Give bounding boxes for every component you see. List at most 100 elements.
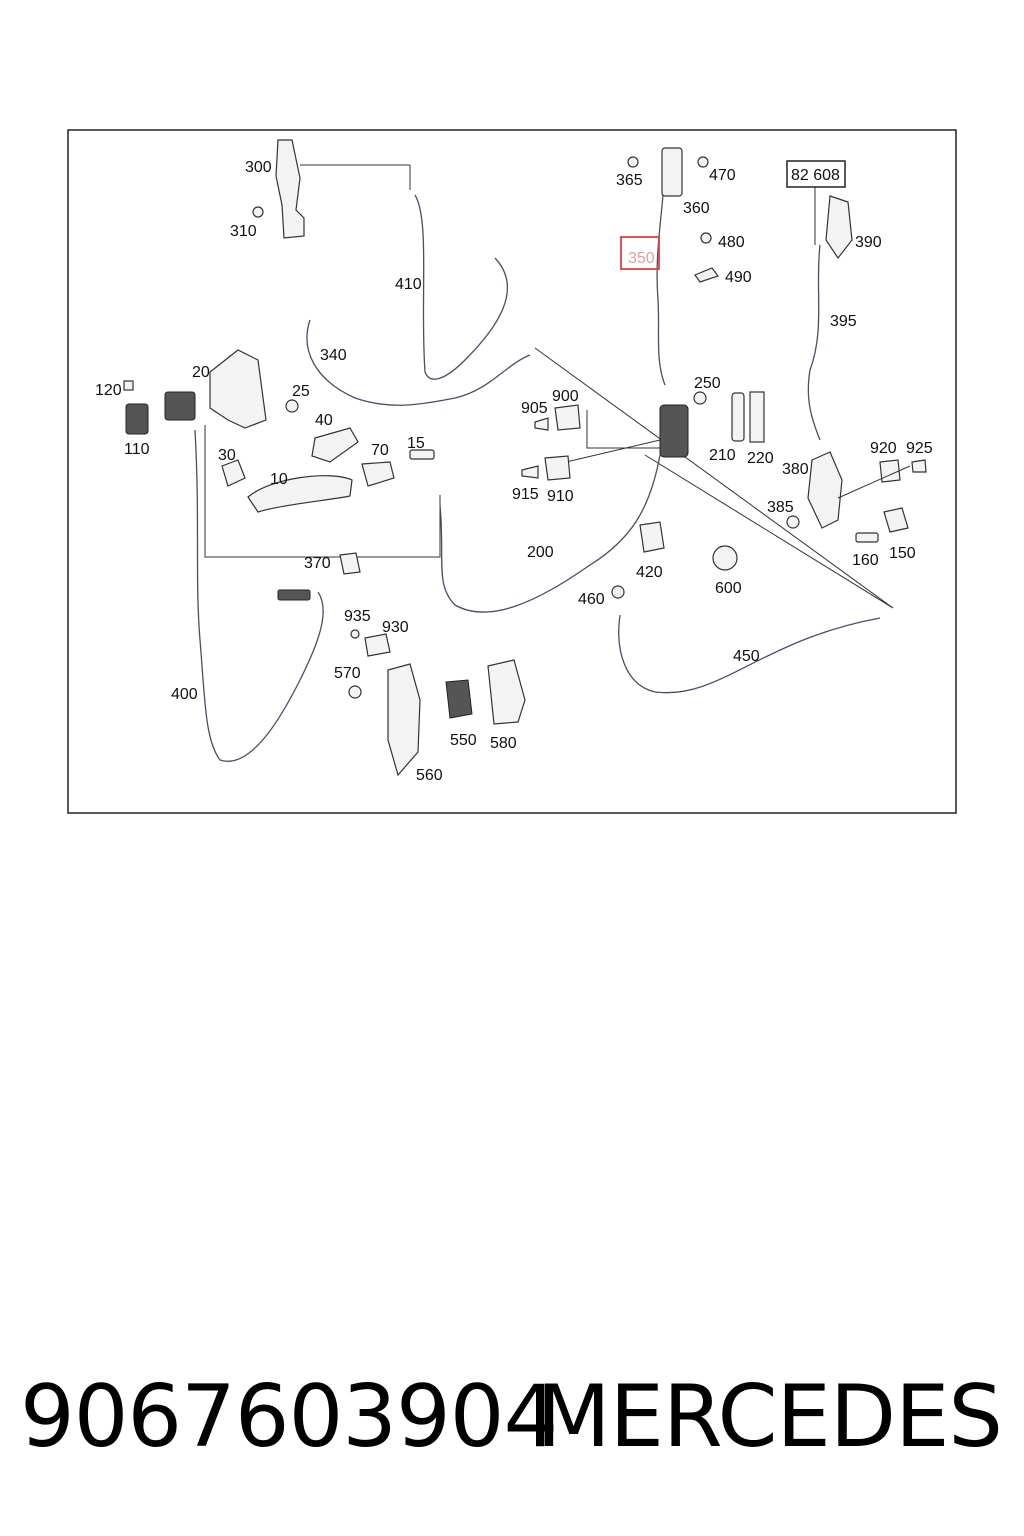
part-580 [487,659,526,725]
label-410: 410 [395,276,422,293]
part-250 [693,391,707,405]
part-905 [534,417,549,431]
part-number: 9067603904 [20,1367,558,1467]
part-20-lock [164,391,196,421]
part-210 [731,392,745,442]
label-580: 580 [490,735,517,752]
part-600 [712,545,738,571]
label-365: 365 [616,172,643,189]
label-400: 400 [171,686,198,703]
part-490 [694,267,719,283]
part-570 [348,685,362,699]
part-40 [311,427,359,463]
label-420: 420 [636,564,663,581]
label-915: 915 [512,486,539,503]
part-550 [445,679,473,719]
label-935: 935 [344,608,371,625]
label-925: 925 [906,440,933,457]
part-390 [825,195,853,260]
label-470: 470 [709,167,736,184]
part-30 [221,459,246,487]
label-82608: 82 608 [791,167,840,184]
label-150: 150 [889,545,916,562]
label-250: 250 [694,375,721,392]
label-200: 200 [527,544,554,561]
part-385 [786,515,800,529]
label-300: 300 [245,159,272,176]
label-930: 930 [382,619,409,636]
label-920: 920 [870,440,897,457]
label-15: 15 [407,435,425,452]
label-380: 380 [782,461,809,478]
label-385: 385 [767,499,794,516]
label-210: 210 [709,447,736,464]
part-25 [285,399,299,413]
label-160: 160 [852,552,879,569]
label-390: 390 [855,234,882,251]
label-350-highlighted: 350 [628,250,655,267]
label-25: 25 [292,383,310,400]
label-905: 905 [521,400,548,417]
label-310: 310 [230,223,257,240]
label-395: 395 [830,313,857,330]
part-460 [611,585,625,599]
label-10: 10 [270,471,288,488]
part-150 [883,507,909,533]
ref-box-82608 [786,160,846,188]
label-20: 20 [192,364,210,381]
part-915 [521,465,539,479]
label-600: 600 [715,580,742,597]
label-360: 360 [683,200,710,217]
label-460: 460 [578,591,605,608]
label-490: 490 [725,269,752,286]
label-120: 120 [95,382,122,399]
part-central-lock [659,404,689,458]
caption-bar: 9067603904 MERCEDES [0,1362,1024,1472]
label-900: 900 [552,388,579,405]
part-560 [387,663,421,777]
label-910: 910 [547,488,574,505]
part-420 [639,521,665,553]
diagram-frame [67,129,957,814]
part-160 [855,532,879,543]
label-340: 340 [320,347,347,364]
part-365 [627,156,639,168]
part-925 [911,459,927,473]
cable-450 [618,614,881,694]
part-920 [879,459,901,483]
assembly-line-f [565,439,661,463]
cable-340 [306,319,531,406]
label-220: 220 [747,450,774,467]
part-300 [275,139,305,239]
assembly-line-a [534,347,894,609]
part-15 [409,449,435,460]
label-30: 30 [218,447,236,464]
brand-name: MERCEDES [536,1367,1003,1467]
part-360 [661,147,683,197]
label-450: 450 [733,648,760,665]
label-550: 550 [450,732,477,749]
parts-diagram: 300 310 410 340 365 470 360 480 350 490 … [67,129,957,814]
part-480 [700,232,712,244]
part-220 [749,391,765,443]
label-370: 370 [304,555,331,572]
label-110: 110 [124,441,150,458]
part-935 [350,629,360,639]
cable-200 [439,454,661,613]
part-400-end [277,589,311,601]
cable-410 [414,194,508,380]
label-40: 40 [315,412,333,429]
label-560: 560 [416,767,443,784]
part-930 [364,633,391,657]
cable-350 [656,194,666,386]
part-900 [554,404,581,431]
assembly-outline [204,425,441,558]
label-70: 70 [371,442,389,459]
label-570: 570 [334,665,361,682]
assembly-line-b [644,454,894,609]
part-110 [125,403,149,435]
part-370 [339,552,361,575]
part-380 [807,451,843,529]
part-70 [361,461,395,487]
part-310 [252,206,264,218]
